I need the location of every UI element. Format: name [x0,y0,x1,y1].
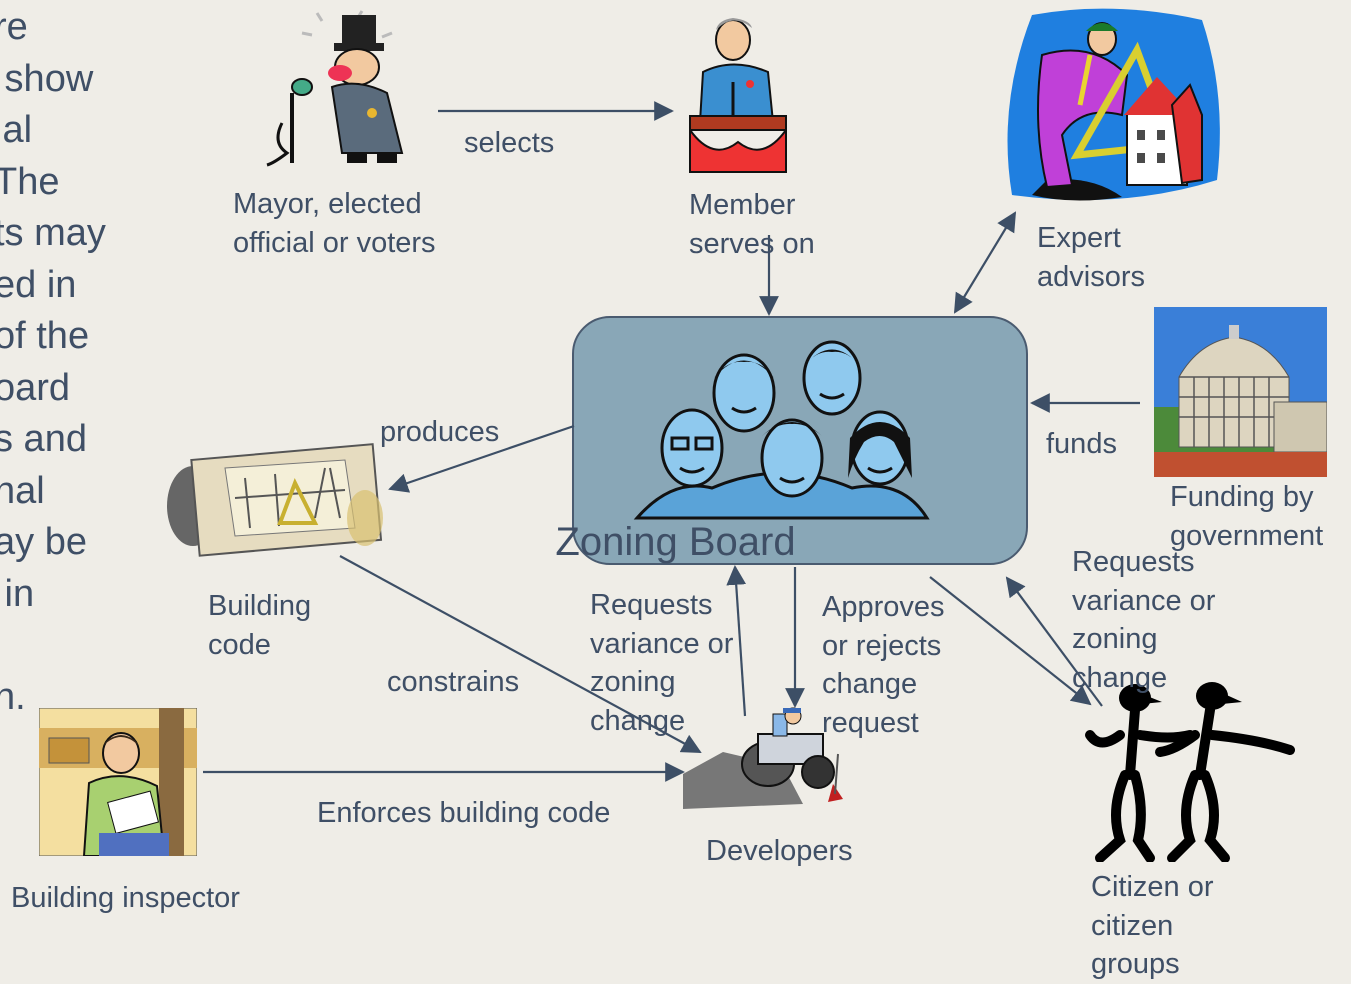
side-line: of the [0,315,90,357]
arrow-citizen-requests [1005,576,1103,707]
edge-label-selects: selects [464,127,555,159]
side-line: oard [0,366,71,409]
arrow-dev-requests [726,565,747,717]
side-line: in [4,572,35,615]
side-line: ial [0,109,33,151]
zoning-board-title: Zoning Board [555,520,796,564]
citizen-label: Citizen or citizen groups [1091,871,1214,980]
side-line: The [0,160,60,203]
edge-label-approves: Approves or rejects change request [822,591,945,739]
arrow-expert [953,211,1017,314]
member-label: Member serves on [689,189,815,260]
developers-label: Developers [706,835,853,867]
side-line: ay be [0,521,87,563]
inspector-clipart-icon [39,708,197,856]
arrow-board-citizen [929,576,1092,706]
side-line: s and [0,418,87,460]
arrow-produces [388,424,575,493]
side-line: nal [0,469,45,512]
steamroller-clipart-icon [683,707,843,809]
arrow-constrains [339,555,702,753]
edge-label-citizen-requests: Requests variance or zoning change [1072,546,1216,694]
board-people-clipart-icon [633,340,930,520]
edge-label-enforces: Enforces building code [317,797,611,829]
side-line: ts may [0,212,106,254]
side-line: n. [0,675,26,718]
mayor-label: Mayor, elected official or voters [233,188,436,259]
side-line: ed in [0,263,77,306]
mayor-clipart-icon [266,10,404,167]
edge-label-produces: produces [380,416,500,448]
edge-label-dev-requests: Requests variance or zoning change [590,589,734,737]
expert-architect-clipart-icon [1007,8,1220,201]
citizens-silhouette-icon [1085,682,1295,862]
side-line: re [0,6,28,48]
inspector-label: Building inspector [11,882,240,914]
edge-label-funds: funds [1046,428,1117,460]
edge-label-constrains: constrains [387,666,520,698]
blueprint-clipart-icon [167,443,383,557]
government-building-icon [1154,307,1327,477]
side-text: re show ial The ts may ed in of the oard… [0,2,106,723]
funding-label: Funding by government [1170,481,1324,552]
expert-label: Expert advisors [1037,222,1145,293]
building-code-label: Building code [208,590,312,661]
side-line: show [0,57,94,100]
member-podium-clipart-icon [689,18,787,173]
